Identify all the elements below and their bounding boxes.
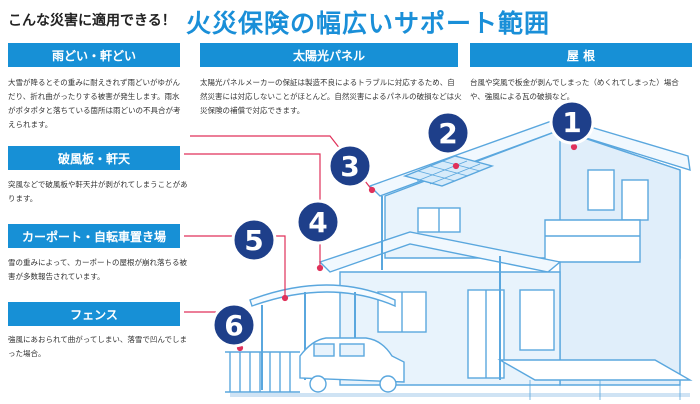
marker-4: 4 <box>295 199 341 245</box>
desc-solar: 太陽光パネルメーカーの保証は製造不良によるトラブルに対応するため、自然災害には対… <box>200 78 462 115</box>
upper-window-3 <box>621 179 649 221</box>
svg-text:1: 1 <box>562 106 581 139</box>
upper-window-2 <box>587 169 615 211</box>
lower-window-2 <box>519 289 555 351</box>
svg-text:4: 4 <box>308 206 327 239</box>
svg-text:3: 3 <box>340 150 359 183</box>
desc-carport: 雪の重みによって、カーポートの屋根が崩れ落ちる被害が多数報告されています。 <box>8 258 188 281</box>
label-solar: 太陽光パネル <box>200 43 458 67</box>
page-title: 火災保険の幅広いサポート範囲 <box>186 9 551 38</box>
deck <box>497 359 693 381</box>
marker-1: 1 <box>549 99 595 145</box>
desc-fascia: 突風などで破風板や軒天井が剥がれてしまうことがあります。 <box>8 180 188 203</box>
label-fascia: 破風板・軒天 <box>8 146 180 170</box>
marker-6: 6 <box>211 302 257 348</box>
balcony <box>544 219 641 263</box>
carport-roof <box>249 284 396 308</box>
desc-fence: 強風にあおられて曲がってしまい、落雪で凹んでしまった場合。 <box>8 335 188 358</box>
header-pretitle: こんな災害に適用できる！ <box>8 13 176 29</box>
marker-2: 2 <box>425 110 471 156</box>
desc-gutter: 大雪が降るとその重みに耐えきれず雨どいがゆがんだり、折れ曲がったりする被害が発生… <box>8 78 181 129</box>
desc-roof: 台風や突風で板金が剥んでしまった（めくれてしまった）場合や、強風による瓦の破損な… <box>470 78 679 101</box>
label-fence: フェンス <box>8 302 180 326</box>
label-carport: カーポート・自転車置き場 <box>8 224 180 248</box>
label-roof: 屋 根 <box>470 43 692 67</box>
svg-text:2: 2 <box>438 117 457 150</box>
fence <box>225 351 300 393</box>
label-gutter: 雨どい・軒どい <box>8 43 180 67</box>
svg-text:5: 5 <box>244 224 263 257</box>
page-header: こんな災害に適用できる！ 火災保険の幅広いサポート範囲 <box>0 0 700 42</box>
marker-5: 5 <box>231 217 277 263</box>
svg-text:6: 6 <box>224 309 243 342</box>
marker-3: 3 <box>327 143 373 189</box>
